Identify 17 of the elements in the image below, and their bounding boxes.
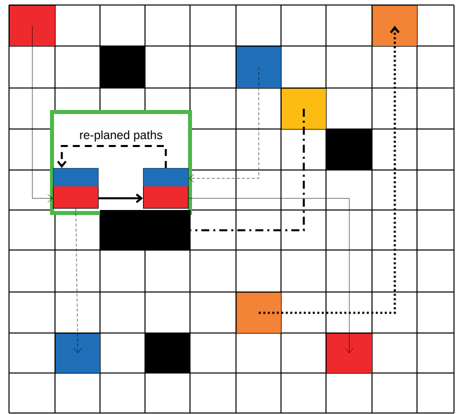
path-arrow bbox=[188, 198, 354, 354]
split-cell bbox=[53, 168, 99, 209]
path-arrow bbox=[258, 26, 400, 314]
goal-cell bbox=[326, 333, 373, 374]
split-cell bbox=[143, 168, 189, 209]
goal-cell bbox=[236, 292, 282, 334]
path-arrow bbox=[32, 26, 53, 202]
path-arrow bbox=[188, 67, 259, 182]
obstacle-block bbox=[100, 210, 191, 251]
path-arrow bbox=[57, 145, 167, 168]
path-arrow bbox=[74, 208, 82, 354]
goal-cell bbox=[372, 5, 418, 47]
goal-cell bbox=[9, 5, 56, 47]
start-cell bbox=[55, 333, 101, 374]
start-cell bbox=[281, 88, 327, 130]
path-arrow bbox=[98, 194, 143, 204]
start-cell bbox=[236, 46, 282, 89]
